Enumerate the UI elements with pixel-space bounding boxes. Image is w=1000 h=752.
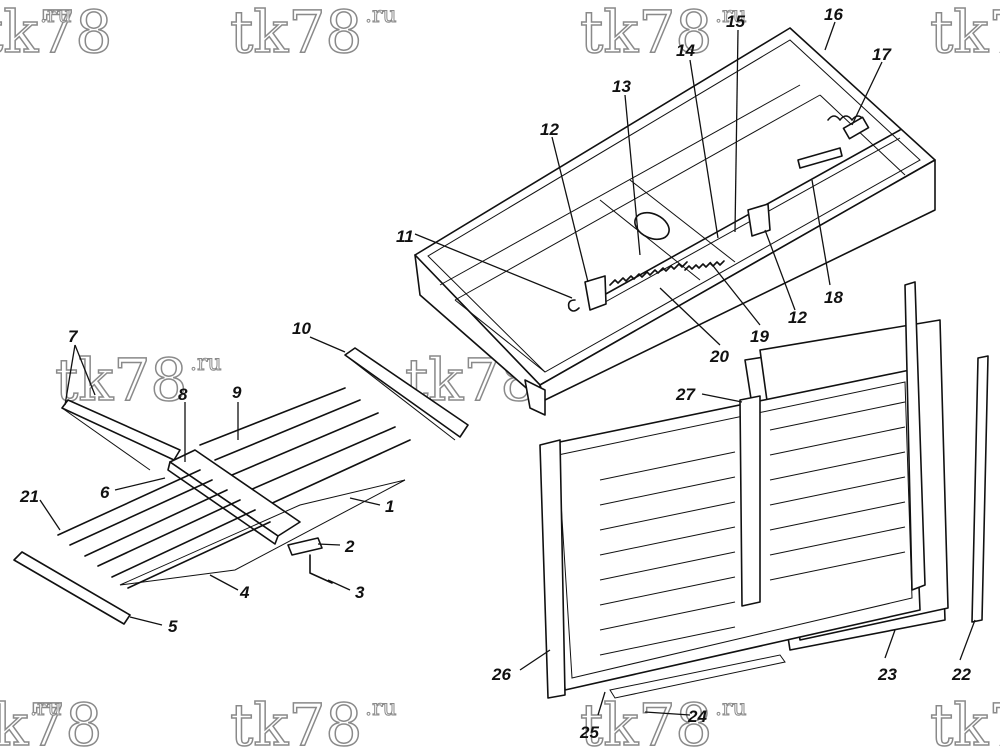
callout-22: 22 [951,665,971,684]
callout-16: 16 [824,5,843,24]
callout-7: 7 [68,327,79,346]
watermark-suffix: .ru [40,3,72,28]
callout-14: 14 [676,41,695,60]
callout-21: 21 [19,487,39,506]
watermark-suffix: .ru [715,696,747,721]
callout-6: 6 [100,483,110,502]
callout-labels: 1 2 3 4 5 6 7 8 9 10 11 12 12 13 14 15 1… [19,5,971,742]
callout-10: 10 [292,319,311,338]
callout-15: 15 [726,12,745,31]
watermark-text: tk78 [930,0,1000,66]
watermark-text: tk78 [0,0,112,66]
door-rack-assembly [539,281,989,699]
callout-25: 25 [579,723,599,742]
callout-27: 27 [675,385,696,404]
watermark-text: tk78 [580,0,712,66]
callout-12-right: 12 [788,308,807,327]
left-rack-assembly [13,347,469,625]
callout-20: 20 [709,347,729,366]
watermark-suffix: .ru [365,3,397,28]
leader-lines [39,21,976,716]
callout-5: 5 [168,617,178,636]
callout-3: 3 [355,583,365,602]
callout-8: 8 [178,385,188,404]
callout-24: 24 [687,707,707,726]
watermark-text: tk78 [230,691,362,752]
watermark-suffix: .ru [30,696,62,721]
watermark-text: tk78 [930,691,1000,752]
callout-19: 19 [750,327,769,346]
watermark-suffix: .ru [715,3,747,28]
watermark-text: tk78 [0,691,102,752]
callout-13: 13 [612,77,631,96]
callout-4: 4 [239,583,250,602]
callout-12-left: 12 [540,120,559,139]
watermark-text: tk78 [230,0,362,66]
watermark-suffix: .ru [365,696,397,721]
callout-11: 11 [396,227,414,246]
callout-2: 2 [344,537,355,556]
callout-17: 17 [872,45,892,64]
callout-26: 26 [491,665,511,684]
callout-18: 18 [824,288,843,307]
callout-23: 23 [877,665,897,684]
watermark-suffix: .ru [190,351,222,376]
callout-9: 9 [232,383,242,402]
callout-1: 1 [385,497,394,516]
top-housing-assembly [414,27,936,416]
